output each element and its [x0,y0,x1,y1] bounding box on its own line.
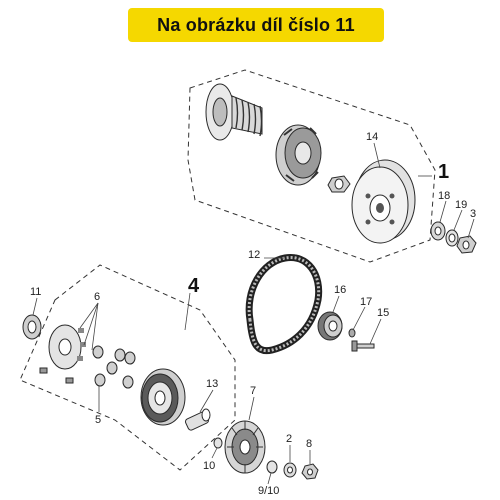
clutch-bell [351,159,416,244]
washer-18 [430,221,446,241]
callout-5: 5 [95,414,101,426]
callout-13: 13 [206,378,218,390]
group-label-variator: 4 [188,275,200,297]
nut-3 [456,235,477,254]
nut-8 [301,463,319,480]
callout-8: 8 [306,438,312,450]
washer-9-10 [266,460,278,474]
washer-10 [213,437,223,449]
screw-17 [348,328,356,338]
variator-group-boundary [19,264,236,471]
group-label-clutch: 1 [438,161,449,183]
callout-14: 14 [366,131,378,143]
fan-pulley [224,420,266,474]
callout-9-10: 9/10 [258,485,279,497]
variator-pulley [140,368,186,426]
callout-6: 6 [94,291,100,303]
bushing-13 [184,408,211,431]
callout-7: 7 [250,385,256,397]
bolt-15 [351,340,375,352]
callout-18: 18 [438,190,450,202]
sliders [39,367,74,384]
clutch-group-boundary [187,69,436,263]
ramp-plate [48,324,86,370]
callout-2: 2 [286,433,292,445]
callout-11: 11 [30,286,41,298]
idler-roller [317,311,343,341]
callout-10: 10 [203,460,215,472]
clutch-spring-assembly [205,83,263,141]
clutch-nut [327,175,351,193]
leader-lines [32,142,475,485]
callout-15: 15 [377,307,389,319]
variator-rollers [92,345,136,389]
title-text: Na obrázku díl číslo 11 [157,14,355,35]
callout-16: 16 [334,284,346,296]
callout-3: 3 [470,208,476,220]
washer-19 [445,229,459,247]
clutch-shoe-assembly [275,124,322,186]
callout-19: 19 [455,199,467,211]
washer-2 [283,462,297,478]
callout-12: 12 [248,249,260,261]
title-banner: Na obrázku díl číslo 11 [128,8,384,42]
drive-belt [245,254,323,355]
callout-17: 17 [360,296,372,308]
oil-seal-part-11 [22,314,42,340]
